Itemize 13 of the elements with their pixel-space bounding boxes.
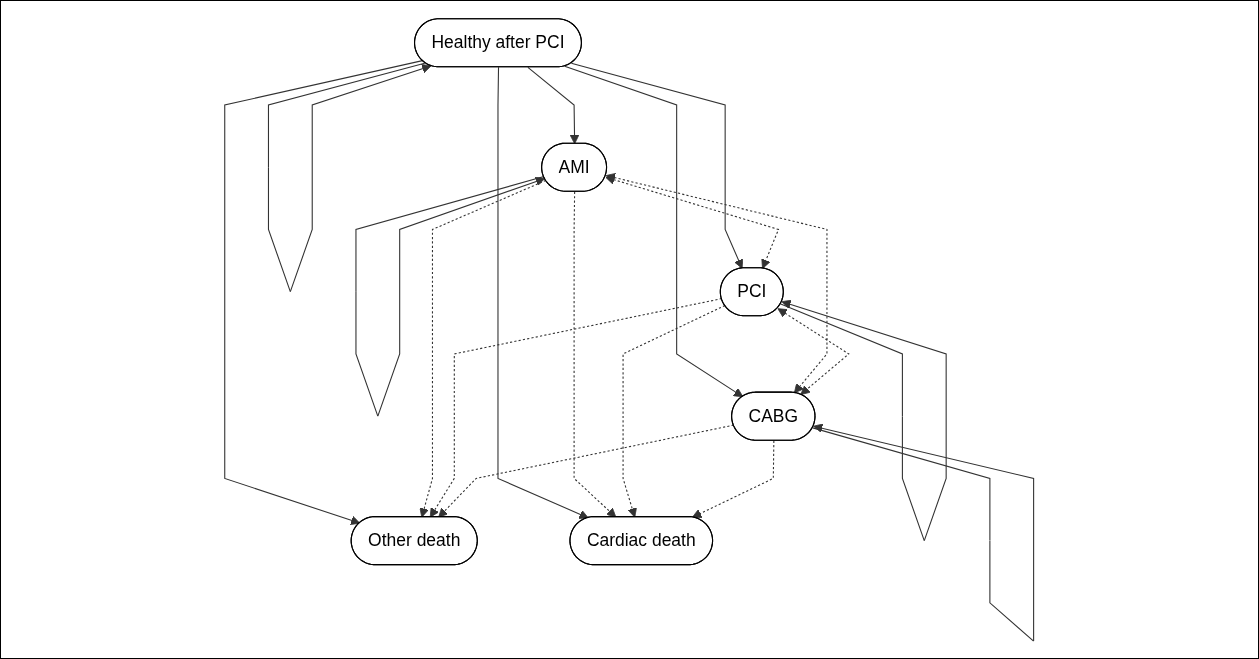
arrow	[605, 174, 780, 269]
arrow	[573, 190, 617, 518]
arrow	[777, 307, 850, 395]
arrow	[430, 297, 723, 518]
arrow	[419, 179, 547, 518]
arrow	[571, 62, 744, 269]
arrow	[527, 66, 580, 144]
arrow	[564, 65, 744, 397]
arrow	[622, 304, 726, 518]
arrow	[224, 59, 424, 525]
arrow	[497, 66, 590, 519]
arrow	[692, 439, 775, 518]
arrow	[606, 172, 828, 393]
